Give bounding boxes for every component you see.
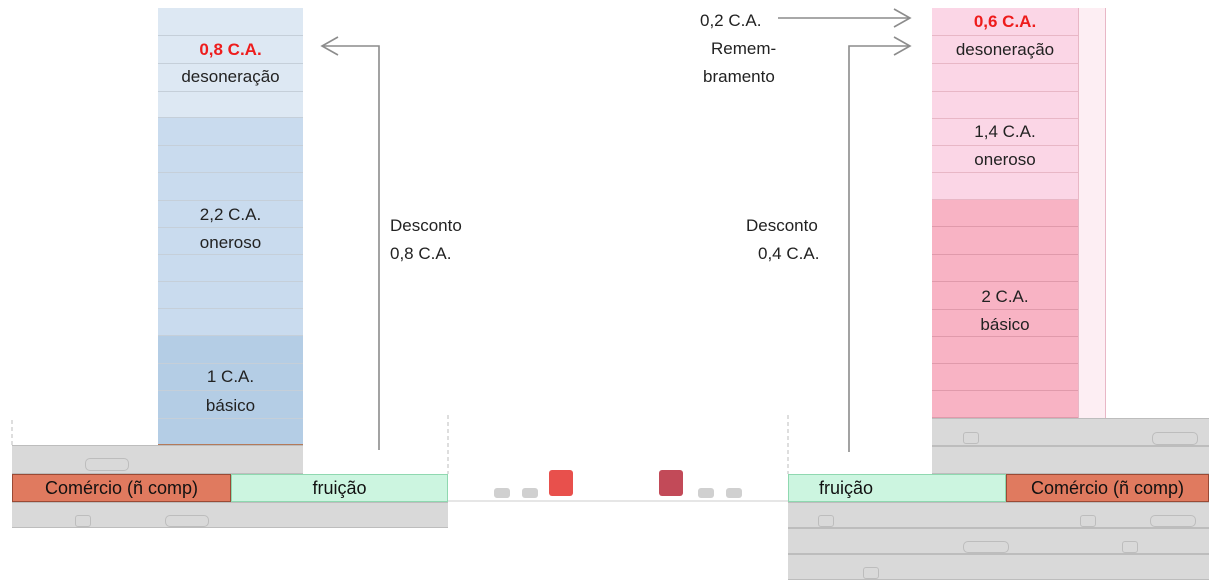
right-parking-3	[788, 502, 1209, 528]
right-oneroso-label: oneroso	[974, 150, 1036, 169]
right-basico-value: 2 C.A.	[981, 287, 1029, 306]
left-commerce-label: Comércio (ñ comp)	[44, 477, 199, 498]
left-commerce-block: Comércio (ñ comp)	[12, 474, 231, 502]
right-commerce-label: Comércio (ñ comp)	[1030, 477, 1185, 498]
car-icon	[1122, 541, 1138, 553]
left-parking-lower	[12, 502, 448, 528]
car-icon	[963, 432, 979, 444]
car-icon	[165, 515, 209, 527]
right-fruicao-block: fruição	[788, 474, 1006, 502]
remembramento-label-1: Remem-	[711, 39, 777, 58]
right-discount-title: Desconto	[746, 216, 818, 235]
bus-left	[549, 470, 573, 496]
arrow-head-icon	[893, 8, 912, 28]
left-fruicao-label: fruição	[312, 477, 367, 498]
left-basico-value: 1 C.A.	[206, 367, 255, 386]
left-discount-arrow	[322, 45, 380, 450]
right-basico-label: básico	[980, 315, 1030, 334]
arrow-head-icon	[320, 36, 339, 56]
left-discount-title: Desconto	[390, 216, 462, 235]
car-icon	[494, 488, 510, 498]
right-desoneracao-label: desoneração	[955, 40, 1055, 59]
left-oneroso-label: oneroso	[199, 233, 262, 252]
car-icon	[1080, 515, 1096, 527]
car-icon	[726, 488, 742, 498]
car-icon	[698, 488, 714, 498]
street-line	[448, 500, 788, 502]
left-fruicao-block: fruição	[231, 474, 448, 502]
left-parking-upper	[12, 445, 303, 474]
left-desoneracao-value: 0,8 C.A.	[199, 40, 262, 59]
bus-right	[659, 470, 683, 496]
car-icon	[75, 515, 91, 527]
left-desoneracao-label: desoneração	[181, 67, 280, 86]
remembramento-value: 0,2 C.A.	[700, 11, 762, 30]
car-icon	[863, 567, 879, 579]
right-fruicao-label: fruição	[819, 477, 874, 498]
arrow-head-icon	[893, 36, 912, 56]
right-discount-value: 0,4 C.A.	[758, 244, 820, 263]
left-discount-value: 0,8 C.A.	[390, 244, 452, 263]
right-parking-2	[932, 446, 1209, 474]
right-side-column	[1078, 8, 1106, 418]
car-icon	[1152, 432, 1198, 445]
right-desoneracao-value: 0,6 C.A.	[973, 12, 1037, 31]
car-icon	[522, 488, 538, 498]
left-oneroso-value: 2,2 C.A.	[199, 205, 262, 224]
remembramento-label-2: bramento	[703, 67, 775, 86]
car-icon	[1150, 515, 1196, 527]
right-oneroso-value: 1,4 C.A.	[974, 122, 1036, 141]
right-discount-arrow	[848, 45, 910, 452]
left-basico-label: básico	[205, 396, 256, 415]
car-icon	[818, 515, 834, 527]
car-icon	[963, 541, 1009, 553]
car-icon	[85, 458, 129, 471]
